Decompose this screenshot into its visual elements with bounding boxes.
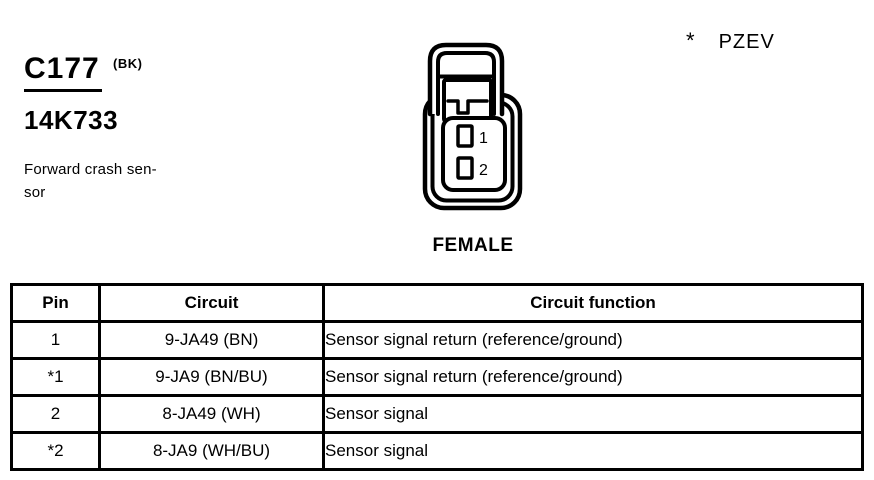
circuit-cell: 8-JA9 (WH/BU): [98, 431, 325, 471]
circuit-cell: 9-JA49 (BN): [98, 320, 325, 360]
column-header-pin: Pin: [10, 283, 101, 323]
circuit-function-cell: Sensor signal: [322, 431, 864, 471]
table-row: 1 9-JA49 (BN) Sensor signal return (refe…: [10, 320, 864, 360]
pin-cell: 2: [10, 394, 101, 434]
table-row: *1 9-JA9 (BN/BU) Sensor signal return (r…: [10, 357, 864, 397]
description-line-2: sor: [24, 184, 46, 201]
table-row: *2 8-JA9 (WH/BU) Sensor signal: [10, 431, 864, 471]
description-line-1: Forward crash sen-: [24, 161, 157, 178]
circuit-cell: 9-JA9 (BN/BU): [98, 357, 325, 397]
table-header-row: Pin Circuit Circuit function: [10, 283, 864, 323]
footnote-label: PZEV: [718, 31, 775, 53]
connector-header: C177 (BK): [24, 54, 142, 92]
pin-cell: 1: [10, 320, 101, 360]
connector-gender-label: FEMALE: [432, 235, 514, 256]
latch-keyway-notch: [446, 99, 489, 115]
pin-cell: *1: [10, 357, 101, 397]
footnote-key: * PZEV: [686, 30, 775, 54]
connector-diagram: 1 2: [422, 42, 523, 211]
cavity-label-2: 2: [479, 162, 488, 179]
table-row: 2 8-JA49 (WH) Sensor signal: [10, 394, 864, 434]
part-number: 14K733: [24, 105, 119, 135]
connector-description: Forward crash sen- sor: [24, 158, 157, 204]
circuit-function-cell: Sensor signal: [322, 394, 864, 434]
pin-cell: *2: [10, 431, 101, 471]
cavity-slot-2: [456, 156, 474, 180]
connector-id: C177: [24, 54, 102, 92]
circuit-cell: 8-JA49 (WH): [98, 394, 325, 434]
cavity-slot-1: [456, 124, 474, 148]
column-header-circuit-function: Circuit function: [322, 283, 864, 323]
connector-color-code: (BK): [113, 56, 143, 71]
circuit-function-cell: Sensor signal return (reference/ground): [322, 357, 864, 397]
column-header-circuit: Circuit: [98, 283, 325, 323]
connector-cavity-face: [441, 116, 507, 192]
circuit-function-cell: Sensor signal return (reference/ground): [322, 320, 864, 360]
pinout-table: Pin Circuit Circuit function 1 9-JA49 (B…: [10, 283, 864, 471]
cavity-label-1: 1: [479, 130, 488, 147]
asterisk-symbol: *: [686, 28, 695, 53]
